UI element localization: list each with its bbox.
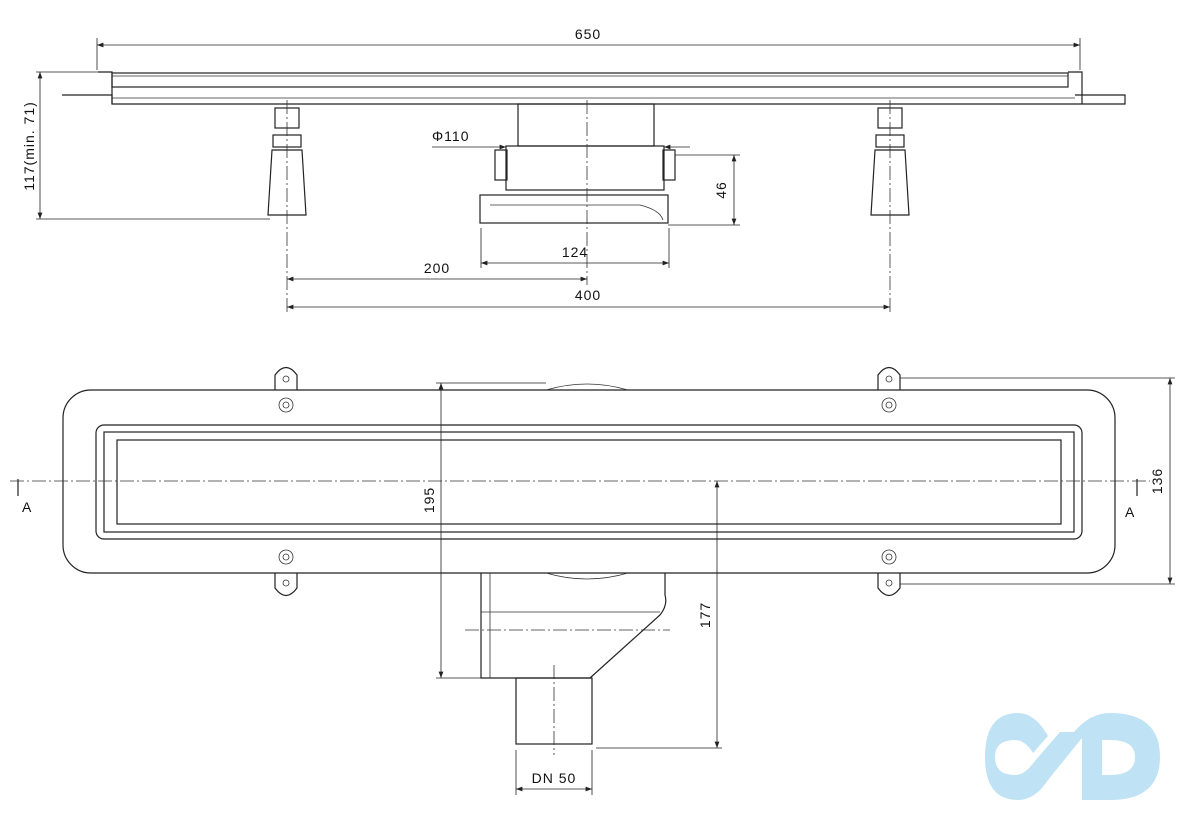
dimension-outlet-offset: 200	[287, 260, 587, 282]
dimension-outlet-height: 46	[668, 154, 740, 226]
dim-channel-width: 136	[1149, 468, 1165, 494]
dim-overall-length: 650	[575, 26, 601, 42]
channel-end-caps	[98, 71, 1083, 104]
dim-outlet-offset: 200	[424, 260, 450, 276]
grate-frame	[95, 424, 1083, 540]
dim-outlet-width: 124	[562, 244, 588, 260]
dimension-feet-spacing: 400	[287, 287, 890, 310]
dimension-pipe-size: DN 50	[515, 750, 593, 795]
dim-height: 117(min. 71)	[21, 101, 37, 191]
outlet-rim-bottom	[545, 572, 629, 580]
grate	[111, 72, 1069, 88]
dimension-height: 117(min. 71)	[21, 71, 270, 220]
watermark-logo	[985, 713, 1160, 800]
outlet-housing	[480, 573, 667, 679]
top-view: A A 195 136 177 DN 50	[10, 366, 1175, 795]
grate-plate	[116, 439, 1062, 525]
dimension-overall-length: 650	[96, 26, 1081, 70]
side-view: 650 117(min. 71) Φ110 46 124 20	[21, 26, 1126, 312]
channel-flange	[62, 94, 1126, 105]
section-marker-right: A	[1125, 504, 1135, 520]
dim-pipe-size: DN 50	[532, 770, 577, 786]
mounting-lugs	[274, 366, 901, 597]
dimension-outlet-depth: 177	[596, 481, 722, 749]
dimension-outlet-width: 124	[480, 228, 670, 268]
dimension-body-depth: 195	[421, 382, 546, 679]
dimension-outlet-diameter: Φ110	[432, 128, 690, 150]
dimension-channel-width: 136	[900, 377, 1175, 585]
outlet-rim-top	[545, 383, 629, 391]
dim-body-depth: 195	[421, 487, 437, 513]
dim-outlet-diameter: Φ110	[432, 128, 470, 144]
dim-outlet-height: 46	[713, 181, 729, 199]
channel-outline	[62, 389, 1116, 574]
dim-feet-spacing: 400	[575, 287, 601, 303]
grate-inner-frame	[103, 431, 1075, 533]
outlet-body	[479, 103, 676, 224]
dim-outlet-depth: 177	[697, 602, 713, 628]
section-marker-left: A	[22, 499, 32, 515]
